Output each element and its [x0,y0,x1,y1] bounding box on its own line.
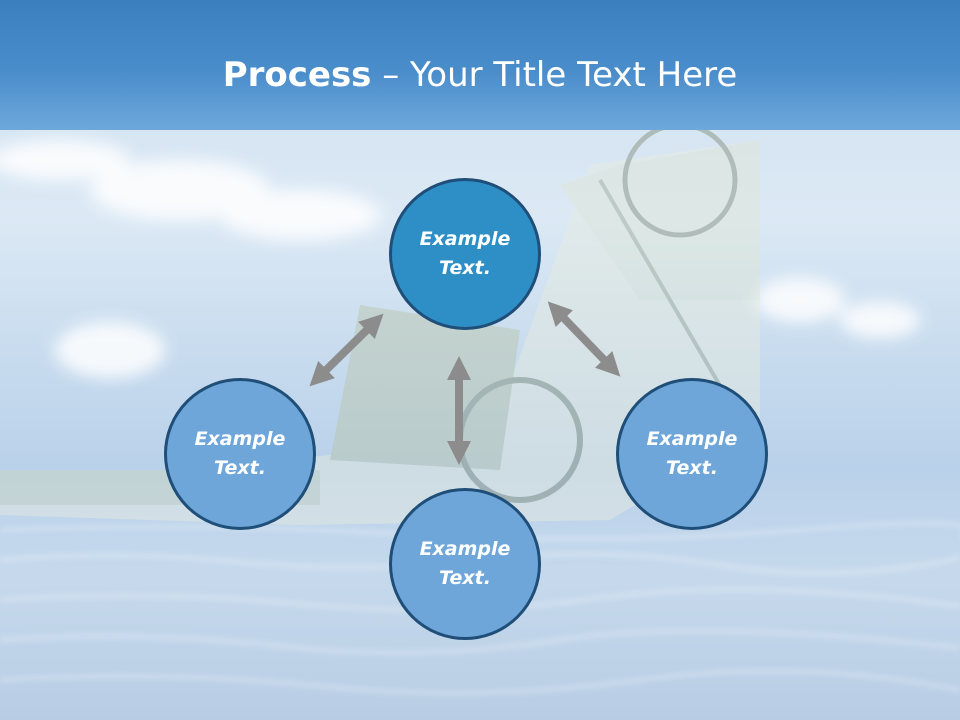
node-bottom: Example Text. [389,488,541,640]
slide-title: Process – Your Title Text Here [0,52,960,98]
title-band [0,0,960,130]
node-top-text: Example Text. [419,228,511,279]
node-left-text: Example Text. [194,428,286,479]
arrow-top-right [547,301,621,377]
node-bottom-text: Example Text. [419,538,511,589]
node-right-text: Example Text. [646,428,738,479]
title-rest: – Your Title Text Here [371,55,738,95]
node-top: Example Text. [389,178,541,330]
node-right: Example Text. [616,378,768,530]
title-bold: Process [222,55,372,95]
arrow-top-left [309,313,384,387]
node-left: Example Text. [164,378,316,530]
